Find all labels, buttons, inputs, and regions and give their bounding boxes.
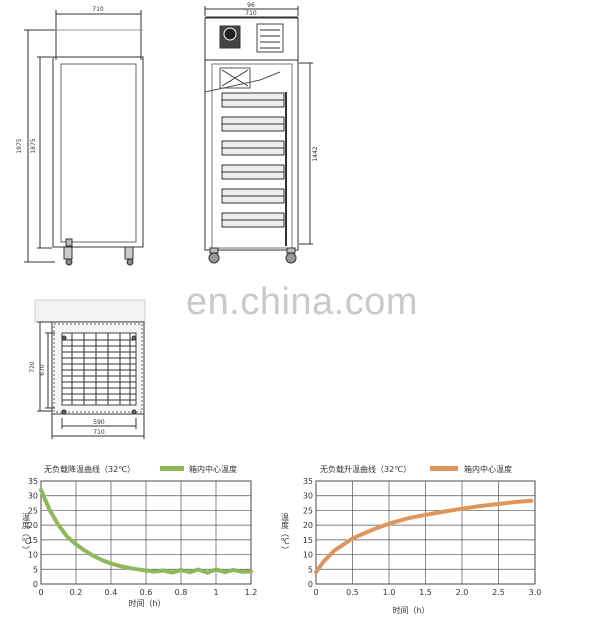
shelf [221, 92, 285, 108]
legend-label: 箱内中心温度 [464, 464, 512, 474]
x-tick-label: 1.5 [419, 588, 432, 597]
watermark-text: en.china.com [186, 281, 419, 323]
side-height-label: 1442 [312, 146, 319, 161]
x-axis-label: 时间（h） [392, 605, 429, 615]
x-tick-label: 0.2 [70, 588, 83, 597]
y-tick-label: 5 [308, 565, 313, 574]
side-width-label: 710 [245, 10, 257, 17]
shelf [221, 212, 285, 228]
shelf [221, 164, 285, 180]
y-tick-label: 25 [28, 506, 38, 515]
legend-label: 箱内中心温度 [189, 464, 237, 474]
y-axis-label: 温度（℃） [21, 513, 31, 554]
legend-swatch [160, 466, 184, 471]
front-height-label: 1975 [16, 138, 23, 153]
front-door-outline [60, 63, 137, 243]
shelf [221, 116, 285, 132]
front-width-label: 710 [92, 6, 104, 13]
x-tick-label: 3.0 [529, 588, 542, 597]
top-width-label: 710 [93, 429, 105, 436]
x-tick-label: 0.5 [346, 588, 359, 597]
y-tick-label: 15 [28, 536, 38, 545]
y-tick-label: 10 [303, 551, 313, 560]
y-tick-label: 35 [28, 477, 38, 486]
side-height-dimension [208, 62, 313, 264]
top-shelf-grid [61, 332, 137, 406]
y-tick-label: 20 [28, 521, 38, 530]
legend-swatch [430, 466, 458, 471]
warming-chart: 无负载升温曲线（32℃） 箱内中心温度 温度（℃） 时间（h） 0 5 10 15 20… [280, 464, 541, 615]
side-view-shelves [221, 92, 287, 246]
top-depth-label: 720 [29, 361, 36, 373]
top-inner-depth-label: 670 [39, 364, 46, 376]
shelf [221, 188, 285, 204]
y-tick-label: 0 [308, 580, 313, 589]
series-line [314, 498, 534, 575]
x-tick-label: 2.0 [456, 588, 469, 597]
top-view-drawing [34, 299, 146, 439]
x-tick-label: 0.8 [175, 588, 188, 597]
x-tick-label: 0 [313, 588, 318, 597]
y-tick-label: 10 [28, 551, 38, 560]
y-tick-label: 5 [33, 565, 38, 574]
x-axis-label: 时间（h） [128, 598, 165, 608]
shelf [221, 140, 285, 156]
top-cabinet-outline [51, 321, 145, 415]
condenser-coil [256, 23, 284, 53]
chart-title: 无负载降温曲线（32℃） [44, 464, 135, 474]
y-tick-label: 30 [28, 492, 38, 501]
y-tick-label: 15 [303, 536, 313, 545]
chart-title: 无负载升温曲线（32℃） [320, 464, 411, 474]
x-tick-label: 1.2 [245, 588, 258, 597]
x-tick-label: 1.0 [383, 588, 396, 597]
y-axis-label: 温度（℃） [280, 513, 290, 554]
x-tick-label: 1 [213, 588, 218, 597]
front-cabinet-outline [52, 56, 144, 248]
x-tick-label: 0 [38, 588, 43, 597]
y-tick-label: 20 [303, 521, 313, 530]
side-top-label: 96 [247, 2, 255, 9]
y-tick-label: 0 [33, 580, 38, 589]
x-tick-label: 0.6 [140, 588, 153, 597]
series-line [39, 487, 253, 575]
side-cabinet-outline [204, 59, 299, 251]
y-tick-label: 35 [303, 477, 313, 486]
top-inner-width-label: 590 [93, 419, 105, 426]
cooling-chart: 无负载降温曲线（32℃） 箱内中心温度 温度（℃） 时间（h） 05101520… [21, 464, 257, 608]
compressor-housing [204, 17, 299, 61]
y-tick-label: 30 [303, 492, 313, 501]
y-tick-label: 25 [303, 506, 313, 515]
x-tick-label: 0.4 [105, 588, 118, 597]
front-inner-height-label: 1875 [30, 138, 37, 153]
side-view-drawing [204, 6, 299, 251]
front-view-drawing [24, 10, 144, 266]
x-tick-label: 2.5 [492, 588, 505, 597]
